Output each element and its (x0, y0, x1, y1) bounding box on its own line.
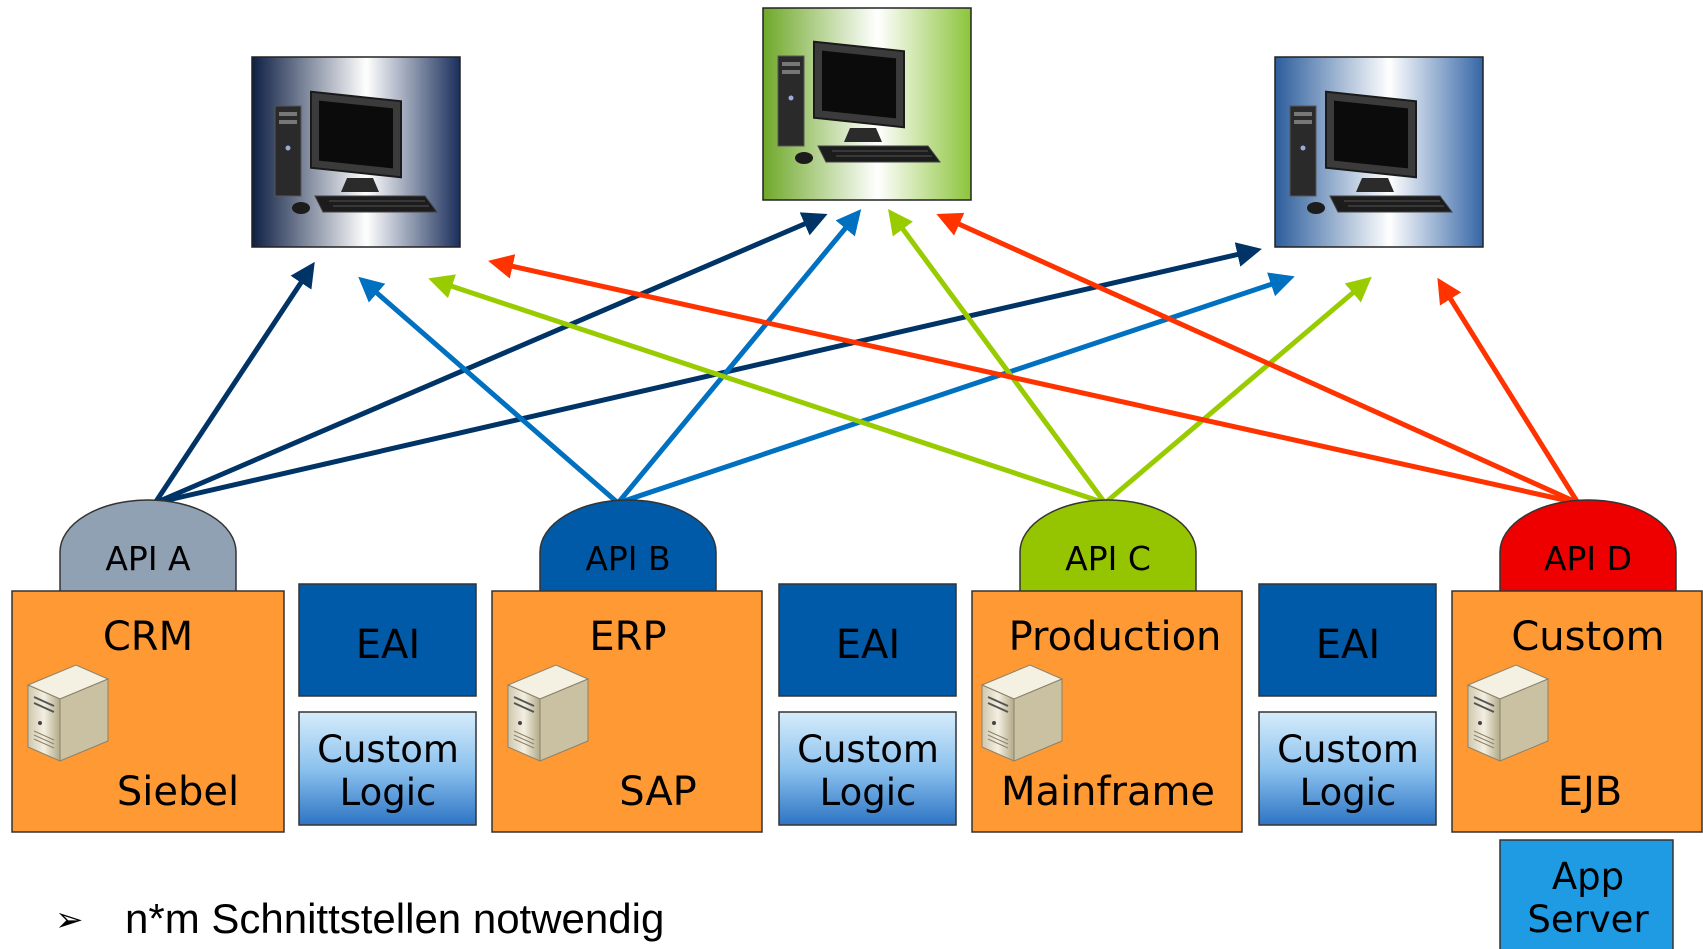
api-a-label: API A (105, 539, 191, 578)
api-b-label: API B (585, 539, 670, 578)
arrow-c-center (888, 208, 1108, 505)
system-product: Siebel (117, 769, 239, 815)
arrow-a-center (154, 212, 828, 506)
custom-logic-line1: Custom (317, 728, 459, 771)
client-computer-right (1274, 56, 1484, 248)
eai-stack-2: EAI Custom Logic (778, 583, 957, 826)
system-product: EJB (1558, 769, 1623, 815)
custom-logic-line2: Logic (340, 771, 437, 814)
eai-box (778, 583, 957, 697)
client-computer-left (251, 56, 461, 248)
arrow-a-right (154, 242, 1262, 506)
api-c-label: API C (1065, 539, 1151, 578)
api-a: API A (59, 499, 237, 599)
app-server-line1: App (1552, 855, 1624, 898)
api-d: API D (1499, 499, 1677, 599)
system-name: Production (1009, 614, 1222, 660)
arrows-api-c (428, 208, 1372, 506)
eai-stack-3: EAI Custom Logic (1258, 583, 1437, 826)
api-a-shape (59, 499, 237, 599)
system-product: SAP (619, 769, 697, 815)
custom-logic-line1: Custom (1277, 728, 1419, 771)
bullet-text: n*m Schnittstellen notwendig (125, 895, 665, 942)
eai-box (298, 583, 477, 697)
arrow-d-left (488, 254, 1579, 506)
api-b-shape (539, 499, 717, 599)
custom-logic-box (298, 711, 477, 826)
eai-label: EAI (356, 622, 420, 668)
custom-logic-line2: Logic (820, 771, 917, 814)
arrow-c-left (428, 274, 1106, 506)
system-name: CRM (103, 614, 193, 660)
arrows-api-d (488, 212, 1581, 506)
api-b: API B (539, 499, 717, 599)
system-custom: Custom EJB (1451, 590, 1703, 833)
arrow-d-center (936, 212, 1580, 506)
api-c-shape (1019, 499, 1197, 599)
eai-stack-1: EAI Custom Logic (298, 583, 477, 826)
client-computer-center (762, 7, 972, 201)
custom-logic-line1: Custom (797, 728, 939, 771)
app-server-box (1499, 839, 1674, 949)
arrow-d-right (1437, 277, 1581, 505)
arrow-a-left (152, 261, 315, 505)
system-name: ERP (589, 614, 666, 660)
system-production: Production Mainframe (971, 590, 1243, 833)
system-crm: CRM Siebel (11, 590, 285, 833)
arrow-b-right (617, 272, 1295, 506)
api-d-label: API D (1544, 539, 1632, 578)
custom-logic-box (778, 711, 957, 826)
custom-logic-line2: Logic (1300, 771, 1397, 814)
app-server-line2: Server (1527, 898, 1649, 941)
app-server: App Server (1499, 839, 1674, 949)
system-product: Mainframe (1001, 769, 1215, 815)
eai-label: EAI (1316, 622, 1380, 668)
arrow-b-center (616, 209, 862, 505)
eai-box (1258, 583, 1437, 697)
arrow-c-right (1103, 276, 1372, 505)
eai-label: EAI (836, 622, 900, 668)
bullet-arrow-icon: ➢ (55, 901, 84, 939)
custom-logic-box (1258, 711, 1437, 826)
bullet-note: ➢ n*m Schnittstellen notwendig (55, 895, 664, 943)
arrows-api-b (358, 209, 1295, 506)
system-name: Custom (1511, 614, 1664, 660)
arrow-b-left (358, 276, 620, 505)
api-d-shape (1499, 499, 1677, 599)
system-erp: ERP SAP (491, 590, 763, 833)
arrows-api-a (152, 212, 1262, 506)
api-c: API C (1019, 499, 1197, 599)
